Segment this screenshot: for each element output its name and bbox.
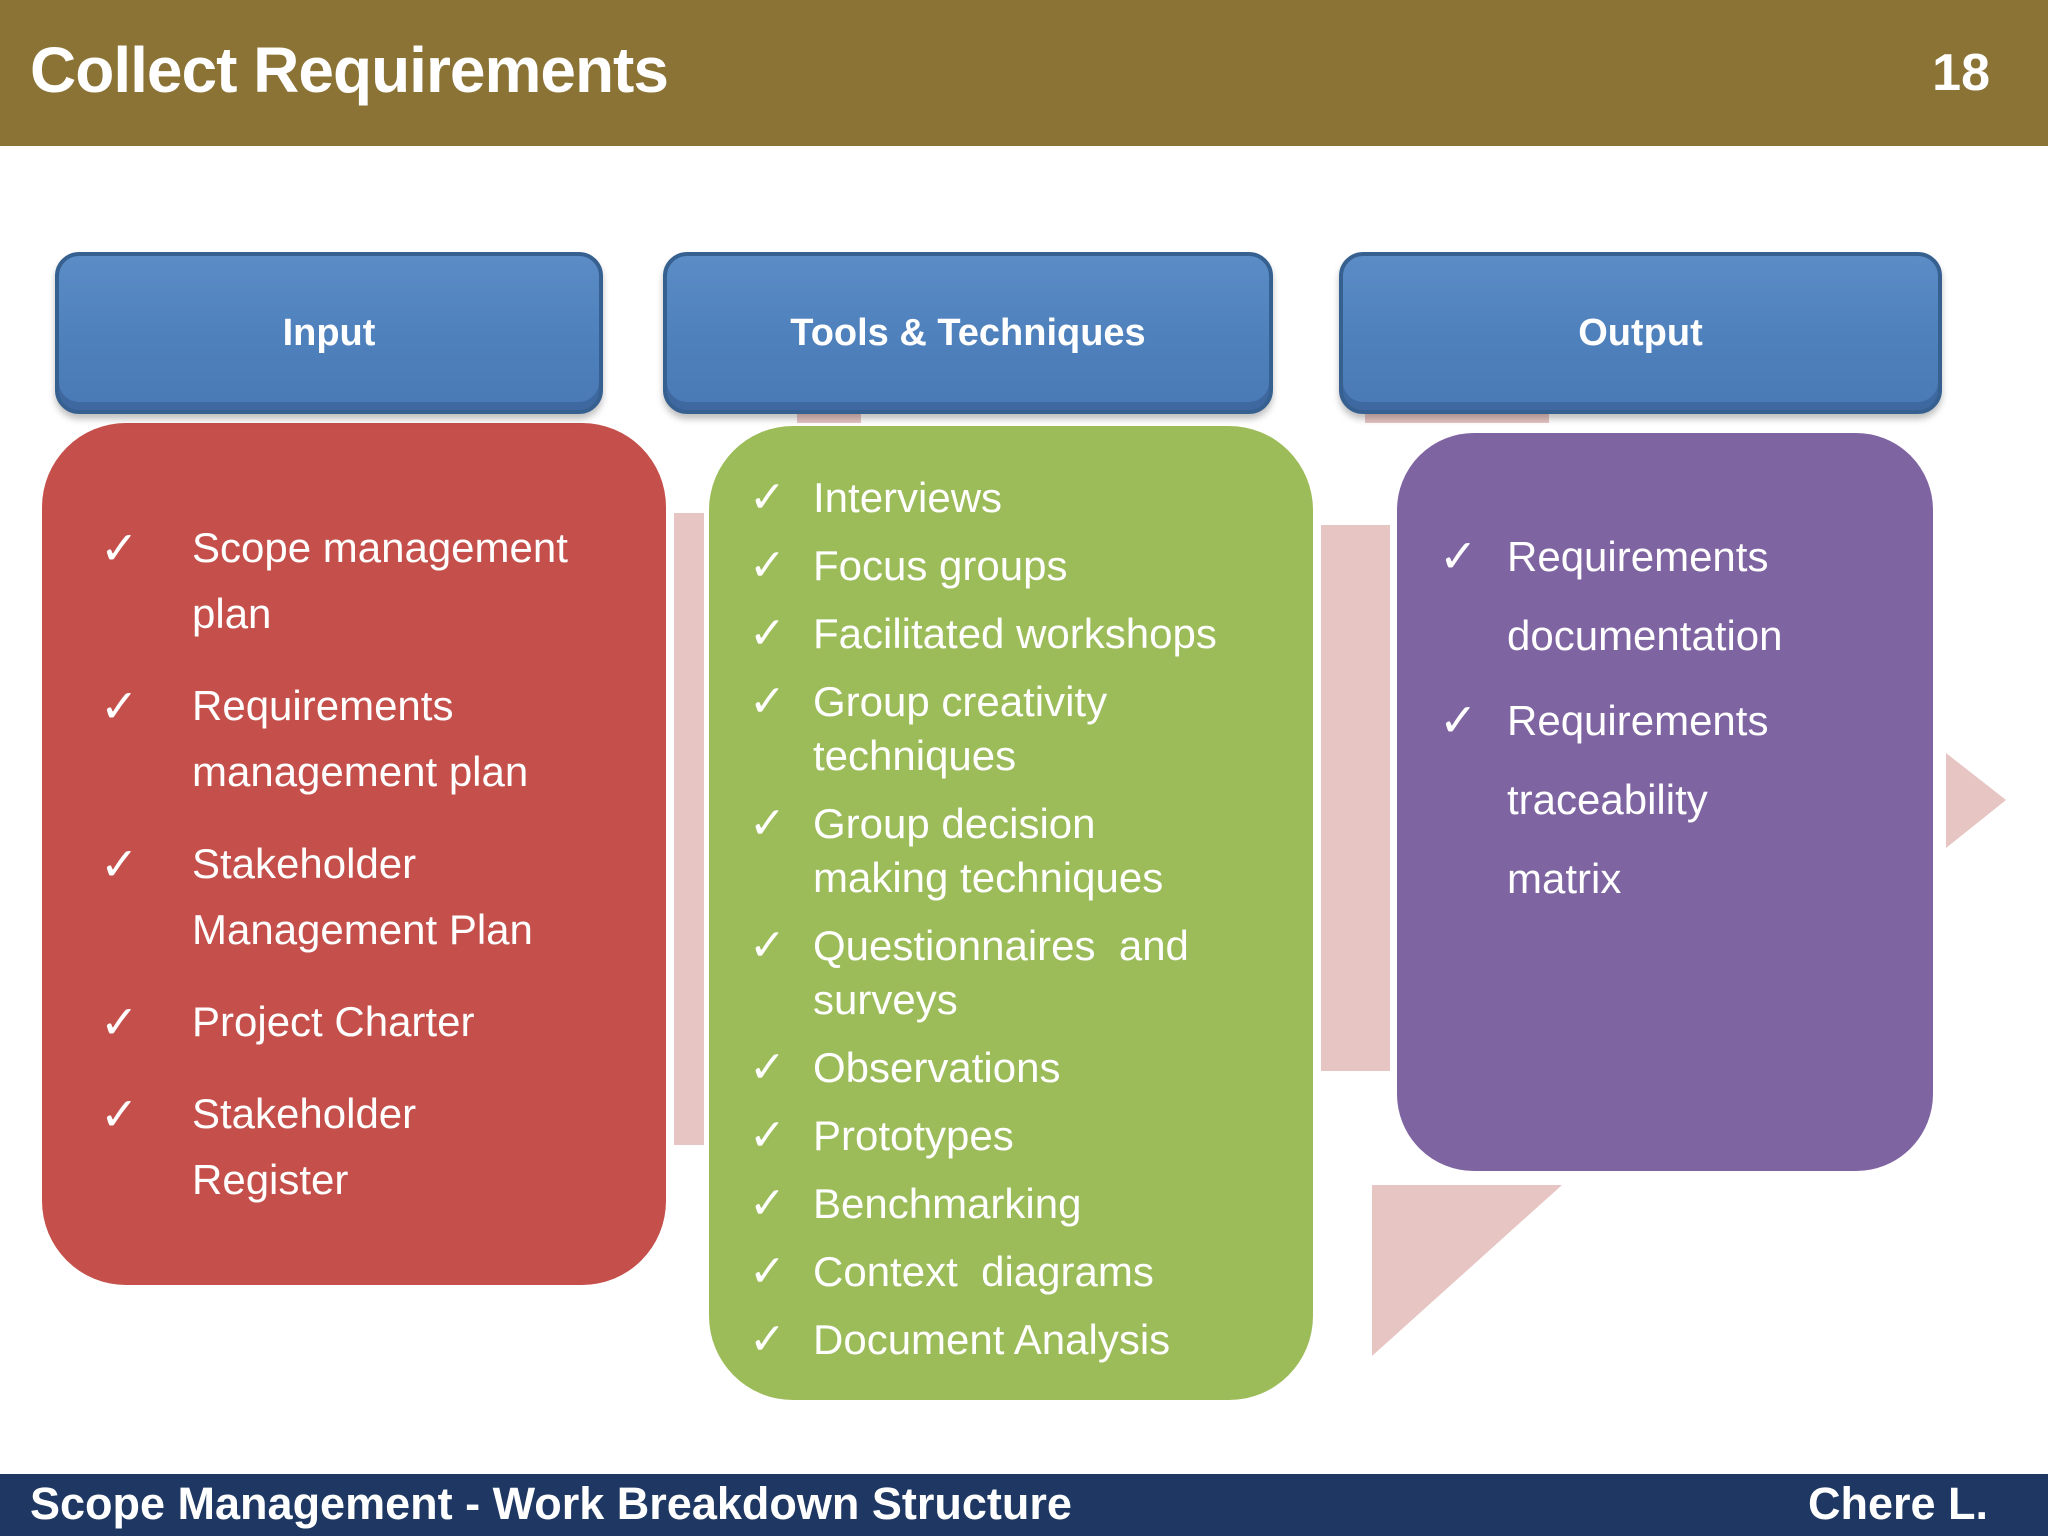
column-header-output: Output [1339,252,1942,414]
check-icon: ✓ [749,1111,786,1160]
list-item-text: Facilitated workshops [813,610,1217,657]
page-number: 18 [1932,44,1990,102]
list-item-text: Context diagrams [813,1248,1154,1295]
check-icon: ✓ [749,541,786,590]
list-item: ✓ Document Analysis [749,1313,1289,1367]
list-item: ✓ Stakeholder Register [100,1081,630,1213]
list-item: ✓ Questionnaires and surveys [749,919,1289,1027]
check-icon: ✓ [749,1315,786,1364]
footer-title: Scope Management - Work Breakdown Struct… [30,1477,1072,1529]
list-item-text: Questionnaires and surveys [813,922,1189,1023]
output-list: ✓ Requirements documentation ✓ Requirements… [1439,517,1919,918]
check-icon: ✓ [749,921,786,970]
check-icon: ✓ [1439,530,1478,582]
check-icon: ✓ [749,1043,786,1092]
list-item-text: Scope management plan [192,524,568,637]
check-icon: ✓ [100,522,139,574]
list-item: ✓ Benchmarking [749,1177,1289,1231]
list-item-text: Project Charter [192,998,475,1045]
column-header-tools-label: Tools & Techniques [790,311,1146,354]
column-header-input-label: Input [282,311,376,354]
footer-author: Chere L. [1807,1477,1988,1529]
list-item-text: Document Analysis [813,1316,1171,1363]
list-item: ✓ Project Charter [100,989,630,1055]
list-item: ✓ Stakeholder Management Plan [100,831,630,963]
list-item: ✓ Facilitated workshops [749,607,1289,661]
input-list: ✓ Scope management plan ✓ Requirements mana… [100,515,630,1213]
arrow-strip-middle [1321,525,1391,1071]
tools-techniques-list: ✓ Interviews ✓ Focus groups ✓ Facilitated wor… [749,471,1289,1367]
tools-techniques-list-box: ✓ Interviews ✓ Focus groups ✓ Facilitated wor… [709,426,1313,1400]
list-item-text: Requirements management plan [192,682,529,795]
arrow-tip-right-icon [1946,753,2006,848]
column-header-output-label: Output [1578,311,1703,354]
check-icon: ✓ [749,799,786,848]
list-item: ✓ Requirements management plan [100,673,630,805]
check-icon: ✓ [100,838,139,890]
list-item-text: Group decision making techniques [813,800,1164,901]
title-bar: Collect Requirements 18 [0,0,2048,146]
list-item-text: Stakeholder Register [192,1090,417,1203]
list-item: ✓ Context diagrams [749,1245,1289,1299]
list-item-text: Observations [813,1044,1061,1091]
list-item: ✓ Scope management plan [100,515,630,647]
check-icon: ✓ [749,473,786,522]
arrow-triangle-bottom [1372,1185,1562,1356]
list-item-text: Benchmarking [813,1180,1082,1227]
list-item-text: Focus groups [813,542,1068,589]
check-icon: ✓ [749,677,786,726]
column-header-tools-techniques: Tools & Techniques [663,252,1273,414]
list-item: ✓ Focus groups [749,539,1289,593]
list-item: ✓ Observations [749,1041,1289,1095]
page-title: Collect Requirements [30,34,669,107]
list-item-text: Prototypes [813,1112,1014,1159]
check-icon: ✓ [749,1179,786,1228]
check-icon: ✓ [749,609,786,658]
list-item: ✓ Requirements documentation [1439,517,1919,675]
list-item: ✓ Requirements traceability matrix [1439,681,1919,918]
list-item-text: Interviews [813,474,1003,521]
list-item: ✓ Prototypes [749,1109,1289,1163]
input-list-box: ✓ Scope management plan ✓ Requirements mana… [42,423,666,1285]
check-icon: ✓ [100,996,139,1048]
column-header-input: Input [55,252,603,414]
list-item-text: Stakeholder Management Plan [192,840,533,953]
check-icon: ✓ [1439,694,1478,746]
list-item: ✓ Group decision making techniques [749,797,1289,905]
list-item: ✓ Group creativity techniques [749,675,1289,783]
list-item-text: Group creativity techniques [813,678,1108,779]
output-list-box: ✓ Requirements documentation ✓ Requirements… [1390,426,1940,1178]
check-icon: ✓ [749,1247,786,1296]
check-icon: ✓ [100,680,139,732]
footer-bar: Scope Management - Work Breakdown Struct… [0,1474,2048,1536]
arrow-strip-left [674,513,704,1145]
list-item-text: Requirements traceability matrix [1507,697,1769,902]
list-item-text: Requirements documentation [1507,533,1783,659]
list-item: ✓ Interviews [749,471,1289,525]
check-icon: ✓ [100,1088,139,1140]
